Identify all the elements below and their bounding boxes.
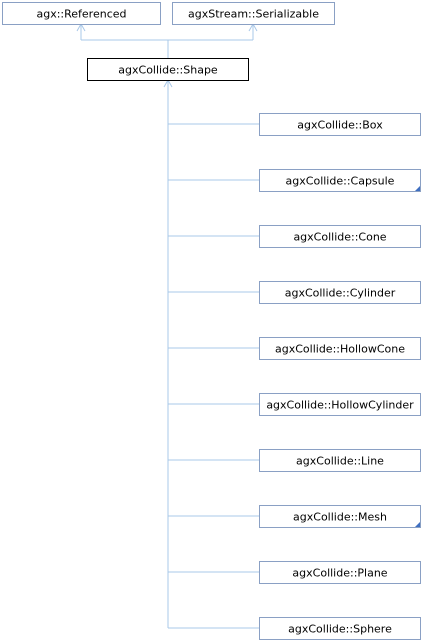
class-node-box <box>259 169 421 192</box>
class-node-referenced[interactable]: agx::Referenced <box>2 2 161 25</box>
class-node-box <box>87 58 249 81</box>
class-node-label: agxCollide::Cone <box>293 231 386 244</box>
class-node-box <box>259 337 421 360</box>
class-node-cone[interactable]: agxCollide::Cone <box>259 225 421 248</box>
class-node-label: agxCollide::Shape <box>118 64 218 77</box>
class-node-hollowcone[interactable]: agxCollide::HollowCone <box>259 337 421 360</box>
class-node-label: agxCollide::Box <box>297 119 383 132</box>
class-node-box <box>2 2 161 25</box>
class-node-label: agx::Referenced <box>36 8 126 21</box>
class-node-box <box>259 225 421 248</box>
class-node-shape[interactable]: agxCollide::Shape <box>87 58 249 81</box>
class-node-cylinder[interactable]: agxCollide::Cylinder <box>259 281 421 304</box>
class-node-box <box>259 449 421 472</box>
class-node-box <box>259 281 421 304</box>
class-node-serializable[interactable]: agxStream::Serializable <box>172 2 335 25</box>
class-node-label: agxCollide::Line <box>296 455 384 468</box>
class-node-hollowcylinder[interactable]: agxCollide::HollowCylinder <box>259 393 421 416</box>
class-node-sphere[interactable]: agxCollide::Sphere <box>259 617 421 640</box>
class-node-box <box>172 2 335 25</box>
class-node-label: agxCollide::HollowCylinder <box>266 399 414 412</box>
class-node-line[interactable]: agxCollide::Line <box>259 449 421 472</box>
class-node-label: agxCollide::HollowCone <box>275 343 405 356</box>
class-node-box <box>259 561 421 584</box>
class-node-mesh[interactable]: agxCollide::Mesh <box>259 505 421 528</box>
class-node-box <box>259 113 421 136</box>
class-node-label: agxStream::Serializable <box>188 8 319 21</box>
class-node-box[interactable]: agxCollide::Box <box>259 113 421 136</box>
class-node-label: agxCollide::Sphere <box>288 623 392 636</box>
class-node-label: agxCollide::Capsule <box>286 175 395 188</box>
class-node-box <box>259 393 421 416</box>
class-node-capsule[interactable]: agxCollide::Capsule <box>259 169 421 192</box>
class-node-plane[interactable]: agxCollide::Plane <box>259 561 421 584</box>
inheritance-edges <box>76 22 259 629</box>
class-node-label: agxCollide::Cylinder <box>285 287 396 300</box>
more-subclasses-marker <box>415 522 420 527</box>
class-node-box <box>259 505 421 528</box>
more-subclasses-marker <box>415 186 420 191</box>
class-node-label: agxCollide::Plane <box>292 567 387 580</box>
class-node-label: agxCollide::Mesh <box>293 511 387 524</box>
